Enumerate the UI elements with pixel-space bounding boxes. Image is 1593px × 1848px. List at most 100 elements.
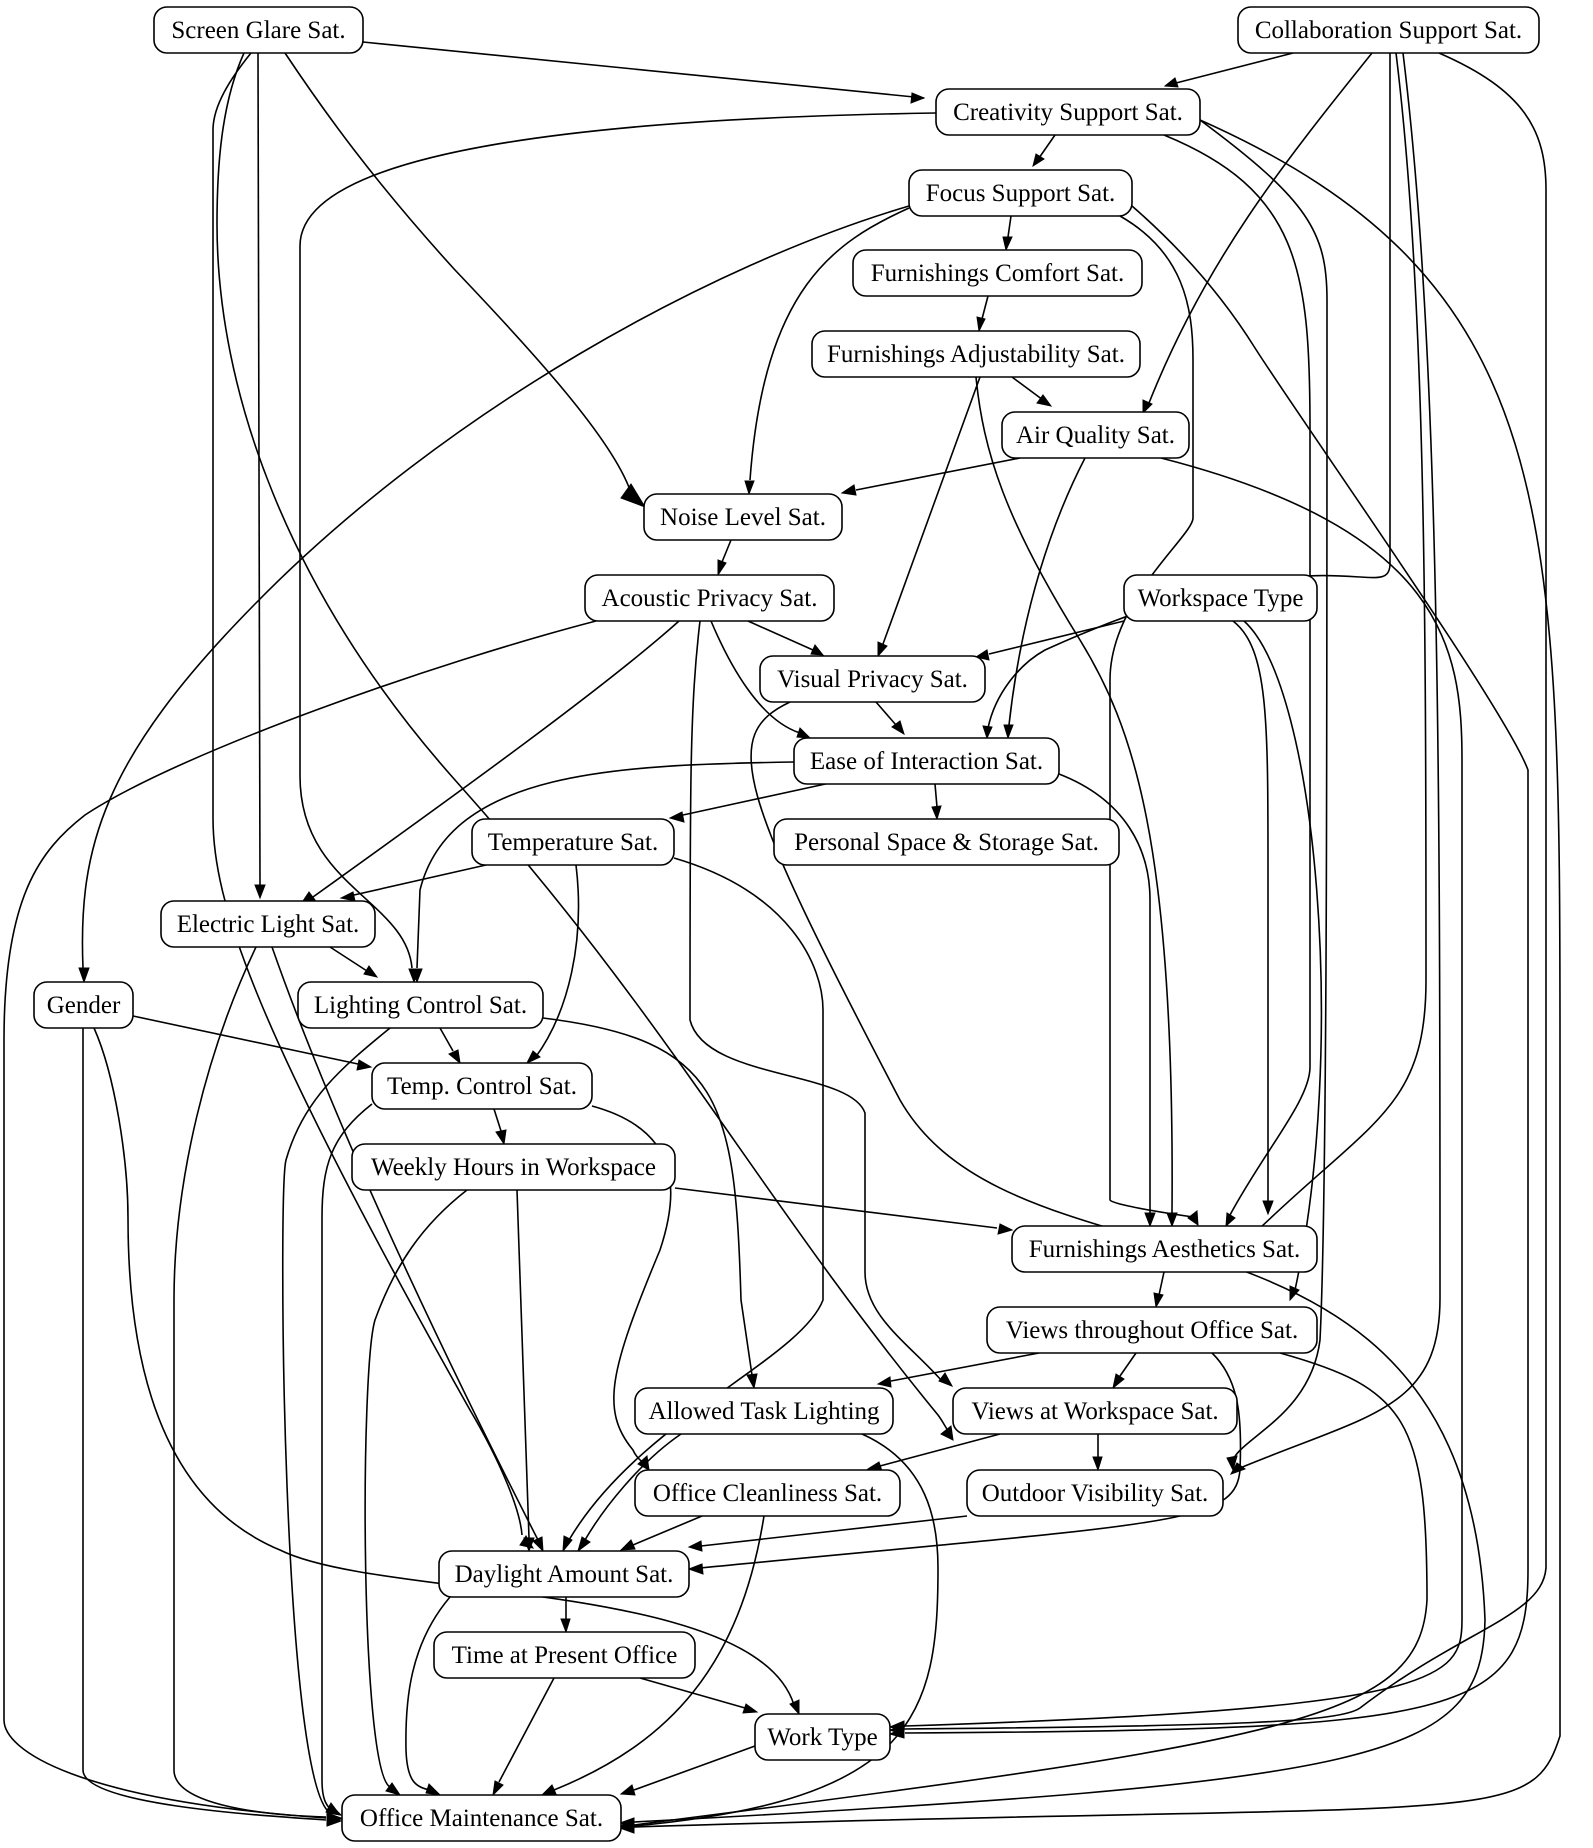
node-label: Collaboration Support Sat. bbox=[1255, 17, 1522, 44]
edge-screen-glare-to-daylight bbox=[212, 52, 535, 1549]
arrowhead-icon bbox=[1153, 1292, 1164, 1309]
edge-ease-to-lighting-control bbox=[411, 761, 795, 984]
node-box bbox=[153, 6, 364, 54]
edge-weekly-hours-to-furn-aesthetics bbox=[674, 1187, 1014, 1235]
arrowhead-icon bbox=[746, 1373, 758, 1390]
arrowhead-icon bbox=[810, 644, 825, 656]
edge-acoustic-to-views-workspace bbox=[689, 620, 954, 1387]
arrowhead-icon bbox=[876, 1376, 892, 1388]
arrowhead-icon bbox=[931, 805, 942, 821]
node-gender: Gender bbox=[33, 981, 134, 1029]
arrowhead-icon bbox=[742, 1703, 759, 1714]
node-furn-aesthetics: Furnishings Aesthetics Sat. bbox=[1011, 1225, 1318, 1273]
edge-electric-light-to-daylight bbox=[271, 946, 544, 1553]
edge-temperature-to-temp-control bbox=[525, 864, 580, 1065]
node-box bbox=[341, 1794, 622, 1842]
arrowhead-icon bbox=[1229, 1462, 1247, 1475]
node-box bbox=[1123, 574, 1318, 622]
edge-furn-adjust-to-furn-aesthetics bbox=[975, 376, 1178, 1228]
node-weekly-hours: Weekly Hours in Workspace bbox=[351, 1143, 676, 1191]
arrowhead-icon bbox=[687, 1563, 704, 1575]
arrowhead-icon bbox=[448, 1049, 461, 1065]
node-electric-light: Electric Light Sat. bbox=[160, 900, 376, 948]
node-box bbox=[371, 1062, 593, 1110]
edge-lighting-control-to-task-lighting bbox=[542, 1017, 758, 1390]
arrowhead-icon bbox=[425, 1783, 442, 1796]
node-box bbox=[297, 981, 544, 1029]
arrowhead-icon bbox=[976, 316, 986, 333]
edge-weekly-hours-to-daylight bbox=[516, 1189, 535, 1553]
arrowhead-icon bbox=[525, 1050, 541, 1065]
edge-ease-to-personal-space bbox=[931, 783, 942, 821]
node-views-workspace: Views at Workspace Sat. bbox=[952, 1387, 1238, 1435]
edge-temp-control-to-weekly-hours bbox=[493, 1108, 507, 1146]
node-box bbox=[966, 1469, 1224, 1517]
node-label: Furnishings Adjustability Sat. bbox=[827, 341, 1125, 368]
node-box bbox=[643, 493, 843, 541]
edge-views-office-to-daylight bbox=[687, 1352, 1242, 1575]
node-acoustic: Acoustic Privacy Sat. bbox=[584, 574, 835, 622]
node-label: Personal Space & Storage Sat. bbox=[794, 829, 1099, 856]
arrowhead-icon bbox=[940, 1425, 954, 1441]
node-label: Outdoor Visibility Sat. bbox=[982, 1480, 1209, 1507]
node-label: Office Cleanliness Sat. bbox=[653, 1480, 882, 1507]
edge-work-type-to-maintenance bbox=[619, 1745, 756, 1796]
node-maintenance: Office Maintenance Sat. bbox=[341, 1794, 622, 1842]
arrowhead-icon bbox=[1112, 1373, 1125, 1390]
arrowhead-icon bbox=[877, 641, 888, 658]
node-box bbox=[438, 1550, 690, 1598]
node-label: Lighting Control Sat. bbox=[314, 992, 527, 1019]
node-workspace-type: Workspace Type bbox=[1123, 574, 1318, 622]
edge-screen-glare-to-creativity bbox=[362, 41, 926, 104]
node-box bbox=[160, 900, 376, 948]
node-box bbox=[1001, 411, 1190, 459]
edge-lighting-control-to-temp-control bbox=[439, 1027, 461, 1065]
node-label: Visual Privacy Sat. bbox=[777, 666, 968, 693]
arrowhead-icon bbox=[1226, 1455, 1238, 1472]
edge-temp-control-to-maintenance bbox=[321, 1103, 373, 1816]
node-box bbox=[634, 1387, 894, 1435]
node-box bbox=[773, 818, 1120, 866]
arrowhead-icon bbox=[356, 1059, 373, 1071]
edge-ease-to-furn-aesthetics bbox=[1058, 773, 1156, 1228]
edge-cleanliness-to-daylight bbox=[619, 1515, 703, 1551]
arrowhead-icon bbox=[1003, 724, 1014, 740]
edge-noise-to-acoustic bbox=[717, 539, 732, 577]
node-label: Ease of Interaction Sat. bbox=[810, 748, 1043, 775]
edge-gender-to-maintenance bbox=[82, 1028, 343, 1827]
arrowhead-icon bbox=[668, 811, 685, 823]
edge-electric-light-to-lighting-control bbox=[329, 946, 379, 978]
arrowhead-icon bbox=[1144, 1212, 1156, 1228]
arrowhead-icon bbox=[1002, 236, 1013, 252]
node-time-office: Time at Present Office bbox=[433, 1631, 696, 1679]
node-temperature: Temperature Sat. bbox=[471, 818, 675, 866]
arrowhead-icon bbox=[495, 1129, 507, 1146]
arrowhead-icon bbox=[363, 965, 379, 978]
edge-creativity-to-furn-aesthetics bbox=[1163, 134, 1311, 1228]
edge-temperature-to-electric-light bbox=[339, 864, 487, 902]
edge-screen-glare-to-electric-light bbox=[254, 52, 266, 900]
node-box bbox=[759, 655, 986, 703]
node-furn-comfort: Furnishings Comfort Sat. bbox=[852, 249, 1143, 297]
edge-ease-to-temperature bbox=[668, 782, 831, 823]
arrowhead-icon bbox=[1142, 399, 1153, 415]
arrowhead-icon bbox=[254, 884, 266, 900]
arrowhead-icon bbox=[339, 891, 356, 902]
arrowhead-icon bbox=[492, 1780, 504, 1797]
node-label: Weekly Hours in Workspace bbox=[371, 1154, 656, 1181]
edge-acoustic-to-visual-privacy bbox=[747, 620, 825, 656]
node-screen-glare: Screen Glare Sat. bbox=[153, 6, 364, 54]
nodes-layer: Screen Glare Sat. Collaboration Support S… bbox=[33, 6, 1540, 1842]
node-noise: Noise Level Sat. bbox=[643, 493, 843, 541]
edges-layer bbox=[3, 41, 1561, 1834]
node-box bbox=[33, 981, 134, 1029]
node-box bbox=[793, 737, 1060, 785]
node-temp-control: Temp. Control Sat. bbox=[371, 1062, 593, 1110]
node-label: Creativity Support Sat. bbox=[953, 99, 1183, 126]
node-label: Work Type bbox=[767, 1724, 877, 1751]
edge-focus-to-noise bbox=[744, 207, 910, 496]
arrowhead-icon bbox=[619, 1539, 636, 1551]
node-ease: Ease of Interaction Sat. bbox=[793, 737, 1060, 785]
node-label: Focus Support Sat. bbox=[926, 180, 1116, 207]
arrowhead-icon bbox=[1166, 1212, 1178, 1228]
